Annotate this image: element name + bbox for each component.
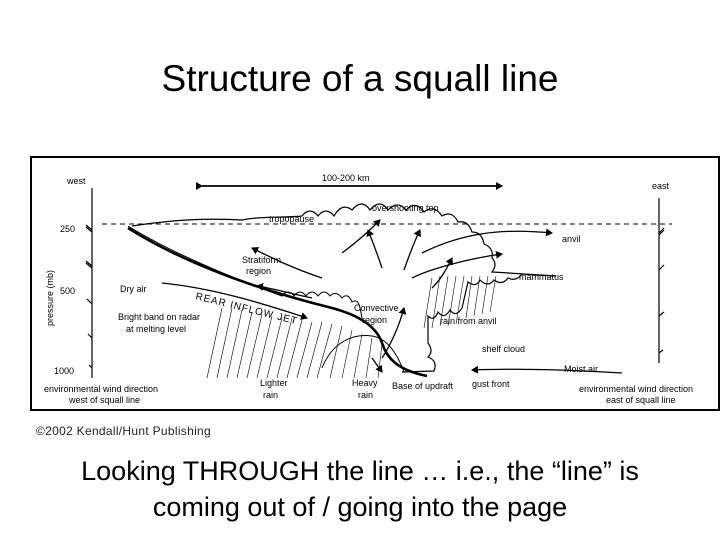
caption-line-2: coming out of / going into the page	[0, 489, 720, 525]
squall-line-diagram: west east 100-200 km 250 500 1000 pressu…	[30, 156, 720, 411]
label-shelf-cloud: shelf cloud	[482, 344, 525, 354]
label-gust-front: gust front	[472, 379, 510, 389]
label-lighter-rain-2: rain	[263, 390, 278, 400]
label-lighter-rain-1: Lighter	[260, 378, 288, 388]
label-env-wind-west-2: west of squall line	[68, 395, 140, 405]
label-convective-2: region	[362, 315, 387, 325]
label-convective-1: Convective	[354, 303, 399, 313]
label-moist-air: Moist air	[564, 364, 598, 374]
slide-title: Structure of a squall line	[0, 58, 720, 100]
label-base-of-updraft: Base of updraft	[392, 381, 454, 391]
label-heavy-rain-1: Heavy	[352, 378, 378, 388]
figure-credit: ©2002 Kendall/Hunt Publishing	[36, 424, 211, 438]
label-anvil: anvil	[562, 234, 581, 244]
label-p500: 500	[60, 286, 75, 296]
label-overshooting-top: overshooting top	[372, 203, 439, 213]
label-mammatus: mammatus	[519, 272, 564, 282]
east-wind-profile	[659, 198, 664, 363]
caption-line-1: Looking THROUGH the line … i.e., the “li…	[0, 453, 720, 489]
label-bright-band-2: at melting level	[126, 324, 186, 334]
label-rain-from-anvil: rain from anvil	[440, 316, 497, 326]
label-east: east	[652, 181, 670, 191]
label-p1000: 1000	[54, 366, 74, 376]
flow-arrows	[162, 220, 622, 373]
pressure-axis-label: pressure (mb)	[45, 270, 55, 326]
squall-line-cross-section: west east 100-200 km 250 500 1000 pressu…	[32, 158, 718, 409]
label-tropopause: tropopause	[269, 214, 314, 224]
label-env-wind-west-1: environmental wind direction	[44, 384, 158, 394]
label-west: west	[66, 176, 86, 186]
rain-shafts	[207, 276, 496, 378]
label-env-wind-east-2: east of squall line	[606, 395, 676, 405]
label-stratiform-2: region	[246, 266, 271, 276]
label-bright-band-1: Bright band on radar	[118, 312, 200, 322]
label-stratiform-1: Stratiform	[242, 255, 281, 265]
label-dry-air: Dry air	[120, 284, 147, 294]
slide-caption: Looking THROUGH the line … i.e., the “li…	[0, 453, 720, 525]
label-env-wind-east-1: environmental wind direction	[579, 384, 693, 394]
label-scale: 100-200 km	[322, 173, 370, 183]
label-p250: 250	[60, 224, 75, 234]
label-rear-inflow-jet: REAR INFLOW JET	[194, 291, 299, 327]
label-heavy-rain-2: rain	[358, 390, 373, 400]
west-wind-profile	[86, 188, 92, 378]
